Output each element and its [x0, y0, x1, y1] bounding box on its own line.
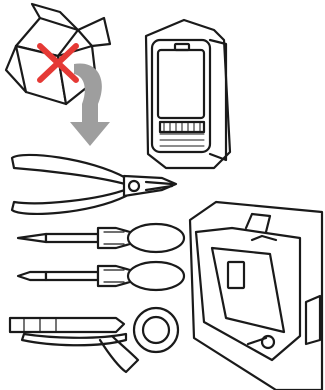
wall-box-icon — [190, 202, 322, 390]
flathead-screwdriver-icon — [18, 262, 184, 290]
pliers-icon — [12, 155, 176, 214]
phillips-screwdriver-icon — [18, 224, 184, 252]
wire-stripper-icon — [10, 308, 178, 372]
module-device-icon — [146, 20, 230, 168]
